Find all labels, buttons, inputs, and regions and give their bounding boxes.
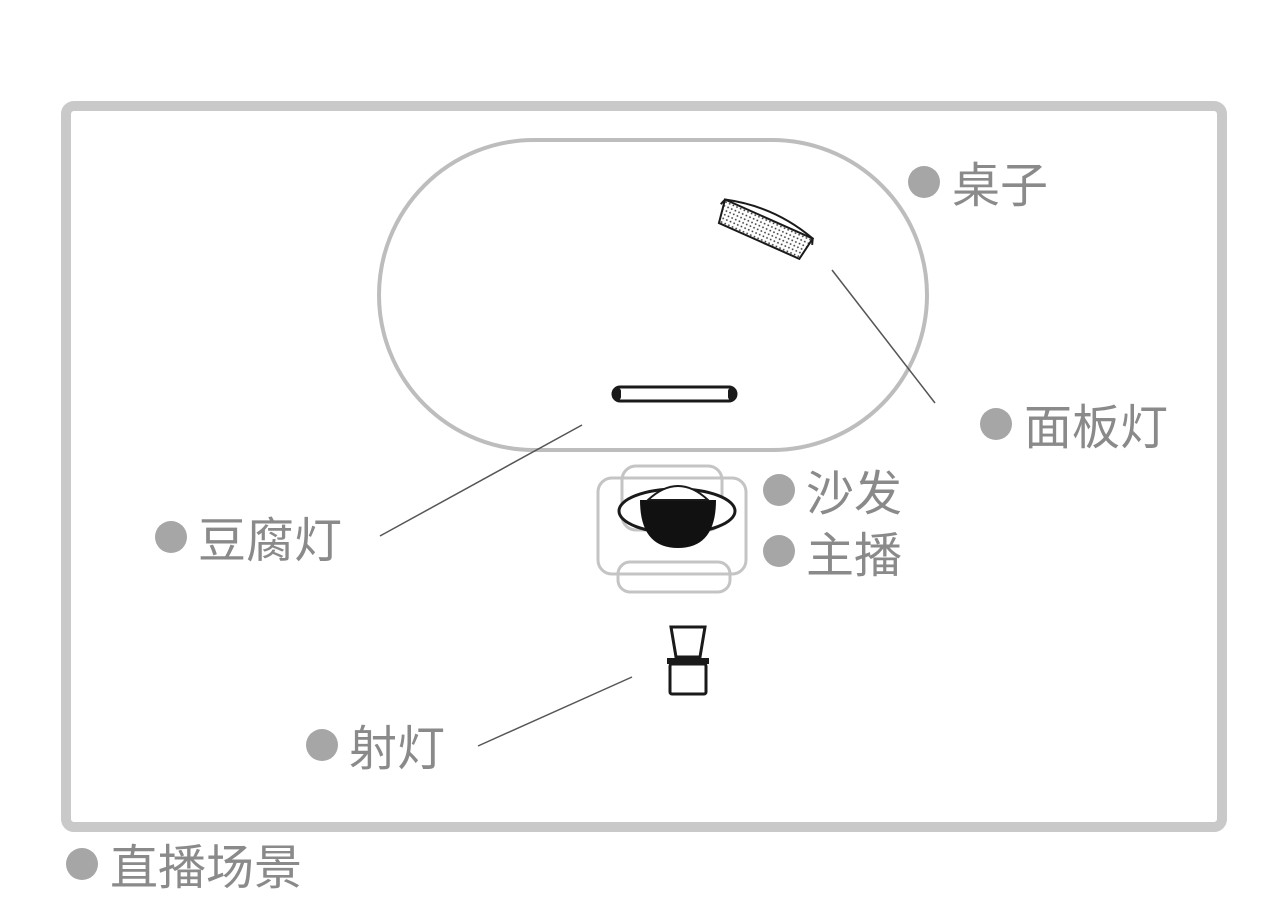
desk-label-bullet [908, 166, 940, 198]
spotlight-label: 射灯 [349, 721, 445, 777]
tube-light-label: 豆腐灯 [198, 513, 342, 569]
desk-label: 桌子 [952, 158, 1048, 214]
tube-light-label-bullet [155, 521, 187, 553]
spotlight-leader-line [477, 676, 633, 747]
host-label: 主播 [806, 528, 902, 584]
sofa-label: 沙发 [806, 466, 902, 522]
host-person-icon [617, 485, 737, 548]
scene-label: 直播场景 [110, 840, 302, 896]
spotlight-icon [667, 625, 709, 696]
host-label-bullet [763, 535, 795, 567]
spotlight-label-bullet [306, 729, 338, 761]
tube-light-leader-line [379, 424, 583, 537]
panel-light-label: 面板灯 [1024, 400, 1168, 456]
panel-light-label-bullet [980, 408, 1012, 440]
tube-light-icon [611, 385, 738, 403]
panel-light-icon [717, 198, 815, 261]
desk-shape [377, 138, 929, 452]
panel-light-leader-line [831, 269, 936, 404]
scene-frame [61, 101, 1227, 832]
scene-label-bullet [66, 848, 98, 880]
sofa-label-bullet [763, 474, 795, 506]
